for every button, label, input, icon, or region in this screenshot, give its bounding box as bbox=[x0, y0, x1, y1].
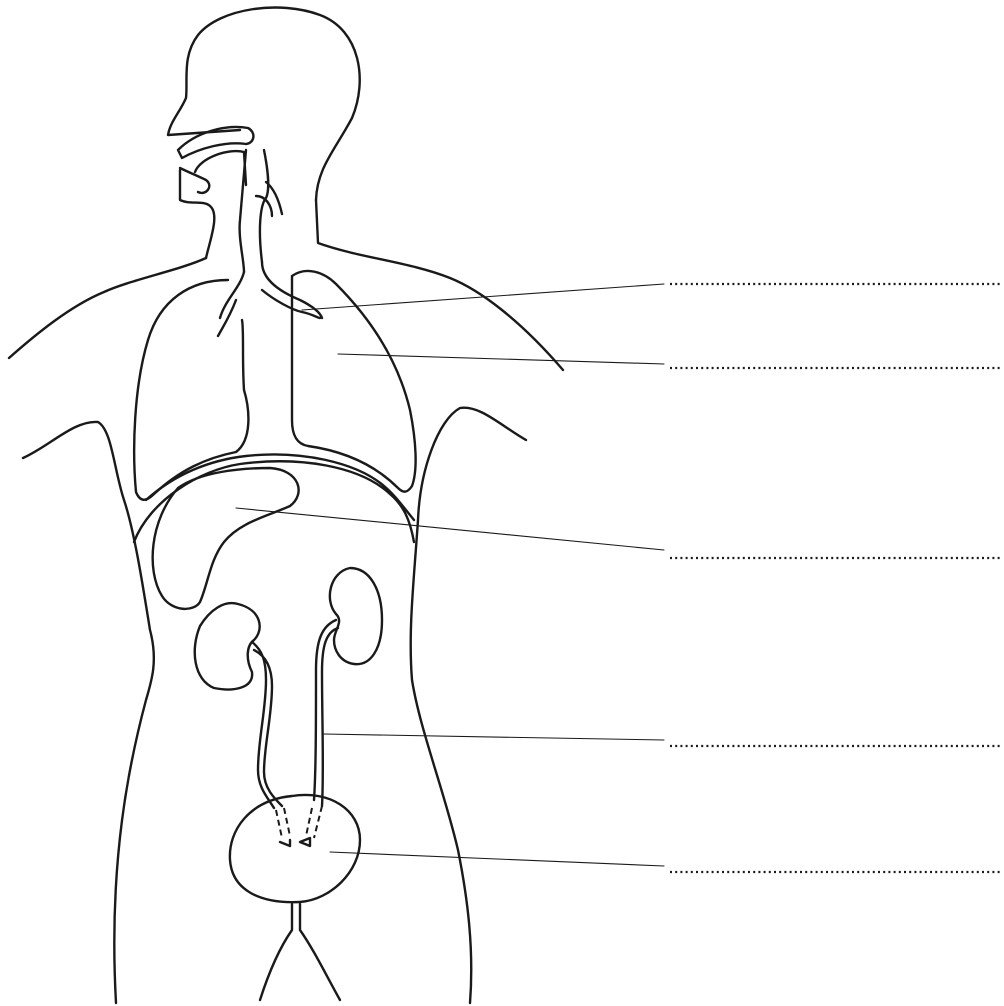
pointer-lung bbox=[338, 354, 664, 364]
head-outline bbox=[168, 8, 360, 200]
neck-shoulder-left bbox=[9, 258, 206, 358]
liver bbox=[153, 468, 299, 609]
torso-left bbox=[23, 422, 154, 1003]
ureter-left bbox=[252, 642, 282, 808]
pointer-bladder bbox=[330, 852, 664, 866]
oesophagus bbox=[240, 150, 269, 272]
kidney-right bbox=[330, 568, 382, 664]
pointer-ureter bbox=[324, 734, 664, 740]
mouth-outline bbox=[180, 151, 246, 258]
lung-right bbox=[292, 271, 416, 492]
trachea bbox=[218, 262, 322, 336]
pointer-trachea bbox=[302, 284, 664, 310]
ureter-entry-right bbox=[306, 806, 322, 838]
ureter-entry-left bbox=[276, 808, 290, 838]
torso-right bbox=[411, 408, 526, 1003]
pointer-liver bbox=[236, 508, 664, 550]
neck-shoulder-right bbox=[316, 200, 563, 370]
kidney-left bbox=[195, 603, 260, 689]
urethra bbox=[260, 904, 340, 1000]
bladder bbox=[230, 795, 360, 902]
ureter-openings bbox=[280, 838, 310, 846]
